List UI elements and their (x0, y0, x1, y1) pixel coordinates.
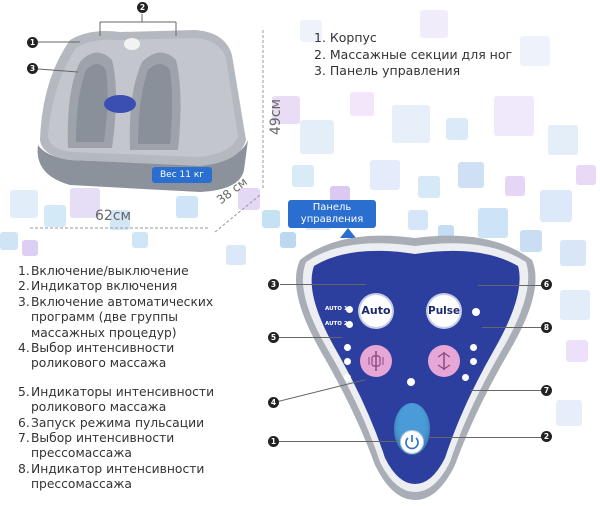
auto2-indicator (346, 321, 353, 328)
press-intensity-indicator (462, 374, 469, 381)
pulse-indicator (472, 308, 480, 316)
panel-marker-6: 6 (541, 279, 552, 290)
roller-knob-icon (368, 351, 384, 371)
press-intensity-indicator (470, 358, 477, 365)
roller-intensity-indicator (344, 344, 351, 351)
parts-list: 1. Корпус 2. Массажные секции для ног 3.… (314, 30, 512, 80)
auto1-indicator (346, 306, 353, 313)
power-icon (405, 435, 419, 450)
roller-intensity-indicator (344, 374, 351, 381)
panel-marker-5: 5 (268, 332, 279, 343)
panel-list-item: 6.Запуск режима пульсации (18, 415, 205, 430)
panel-marker-1: 1 (268, 436, 279, 447)
leader-line (482, 327, 542, 328)
press-intensity-knob[interactable] (428, 345, 460, 377)
dimension-width: 62см (95, 208, 132, 224)
press-knob-icon (437, 352, 451, 370)
auto1-label: AUTO 1 (325, 306, 348, 312)
panel-marker-7: 7 (541, 385, 552, 396)
panel-marker-4: 4 (268, 397, 279, 408)
leader-line (278, 337, 342, 338)
massager-illustration (0, 0, 300, 240)
control-panel-tag: Панель управления (288, 200, 376, 228)
power-indicator (407, 378, 415, 386)
roller-intensity-indicator (344, 358, 351, 365)
power-button[interactable] (400, 430, 424, 454)
parts-list-item: 3. Панель управления (314, 63, 461, 78)
parts-list-item: 1. Корпус (314, 30, 377, 45)
auto2-label: AUTO 2 (325, 321, 348, 327)
auto-button[interactable]: Auto (360, 295, 392, 327)
panel-marker-3: 3 (268, 279, 279, 290)
panel-functions-list: 1.Включение/выключение 2.Индикатор включ… (18, 264, 243, 493)
leader-line (478, 285, 542, 286)
panel-list-item: 1.Включение/выключение (18, 264, 189, 278)
pulse-button[interactable]: Pulse (428, 295, 460, 327)
control-panel (295, 228, 536, 500)
panel-list-item: 2.Индикатор включения (18, 279, 178, 294)
device-marker-1: 1 (27, 37, 38, 48)
weight-tag: Вес 11 кг (152, 167, 212, 183)
leader-line (470, 390, 542, 391)
leader-line (280, 284, 366, 285)
dimension-height: 49см (268, 98, 284, 135)
leader-line (278, 441, 398, 442)
panel-marker-8: 8 (541, 322, 552, 333)
press-intensity-indicator (470, 344, 477, 351)
massager-drawing (30, 14, 264, 233)
panel-marker-2: 2 (541, 431, 552, 442)
leader-line (428, 437, 542, 438)
device-marker-3: 3 (27, 63, 38, 74)
parts-list-item: 2. Массажные секции для ног (314, 46, 513, 62)
device-marker-2: 2 (137, 2, 148, 13)
roller-intensity-knob[interactable] (360, 345, 392, 377)
